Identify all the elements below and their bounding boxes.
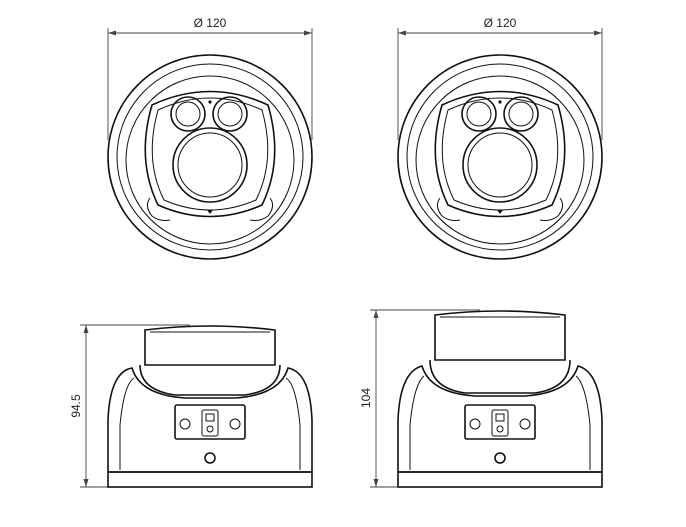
connector-panel — [174, 404, 246, 440]
lens-main-inner — [467, 132, 533, 198]
ear-left — [146, 197, 171, 221]
port-pin — [496, 425, 504, 433]
screw-left — [179, 418, 191, 430]
side-view-right: 104 — [359, 309, 603, 488]
ring-3 — [415, 75, 585, 245]
faceplate-inner — [151, 97, 269, 211]
bottom-screw — [494, 452, 506, 464]
ring-2 — [406, 63, 594, 251]
diameter-label-left: Ø 120 — [194, 16, 227, 30]
ear-right — [539, 197, 564, 221]
base-plate — [397, 471, 603, 488]
indicator-dot — [498, 100, 502, 104]
outer-ring — [397, 54, 603, 260]
screw-left — [469, 418, 481, 430]
orientation-mark — [497, 210, 503, 214]
arrow-bottom — [83, 479, 89, 487]
lens-small-right-inner — [217, 101, 243, 127]
housing — [397, 365, 603, 473]
ear-right — [249, 197, 274, 221]
lens-small-left — [170, 96, 206, 132]
faceplate — [434, 90, 566, 218]
lens-small-right-inner — [508, 101, 534, 127]
lens-main — [462, 127, 538, 203]
lens-small-right — [212, 96, 248, 132]
diameter-label-right: Ø 120 — [484, 16, 517, 30]
arrow-left-a — [108, 30, 116, 36]
lens-small-left-inner — [466, 101, 492, 127]
lens-small-right — [503, 96, 539, 132]
connector-port — [491, 409, 509, 437]
port-pin — [206, 425, 214, 433]
housing-contour-right — [285, 377, 301, 470]
arrow-right-b — [594, 30, 602, 36]
housing-contour-right — [575, 375, 591, 470]
port-slot — [205, 413, 215, 422]
arrow-top — [373, 310, 379, 318]
ring-3 — [125, 75, 295, 245]
lens-main-inner — [177, 132, 243, 198]
top-view-left: Ø 120 — [107, 16, 313, 260]
faceplate-inner — [441, 97, 559, 211]
lens-main — [172, 127, 248, 203]
indicator-dot — [208, 100, 212, 104]
side-view-left: 94.5 — [69, 324, 313, 488]
ear-left — [436, 197, 461, 221]
bottom-screw — [204, 452, 216, 464]
arrow-bottom — [373, 479, 379, 487]
orientation-mark — [207, 210, 213, 214]
housing — [107, 367, 313, 473]
top-view-right: Ø 120 — [397, 16, 603, 260]
housing-contour-left — [119, 377, 135, 470]
arrow-right-a — [398, 30, 406, 36]
dome-cap — [434, 310, 566, 361]
housing-contour-left — [409, 375, 425, 470]
outer-ring — [107, 54, 313, 260]
dome-ring — [429, 359, 571, 394]
port-slot — [495, 413, 505, 422]
ring-2 — [116, 63, 304, 251]
arrow-top — [83, 325, 89, 333]
base-plate — [107, 471, 313, 488]
connector-port — [201, 409, 219, 437]
height-label-left: 94.5 — [69, 394, 83, 418]
lens-small-left-inner — [175, 101, 201, 127]
faceplate — [144, 90, 276, 218]
connector-panel — [464, 404, 536, 440]
lens-small-left — [461, 96, 497, 132]
screw-right — [229, 418, 241, 430]
arrow-left-b — [304, 30, 312, 36]
screw-right — [519, 418, 531, 430]
dome-cap — [144, 325, 276, 366]
height-label-right: 104 — [359, 388, 373, 408]
dome-ring — [139, 364, 281, 396]
